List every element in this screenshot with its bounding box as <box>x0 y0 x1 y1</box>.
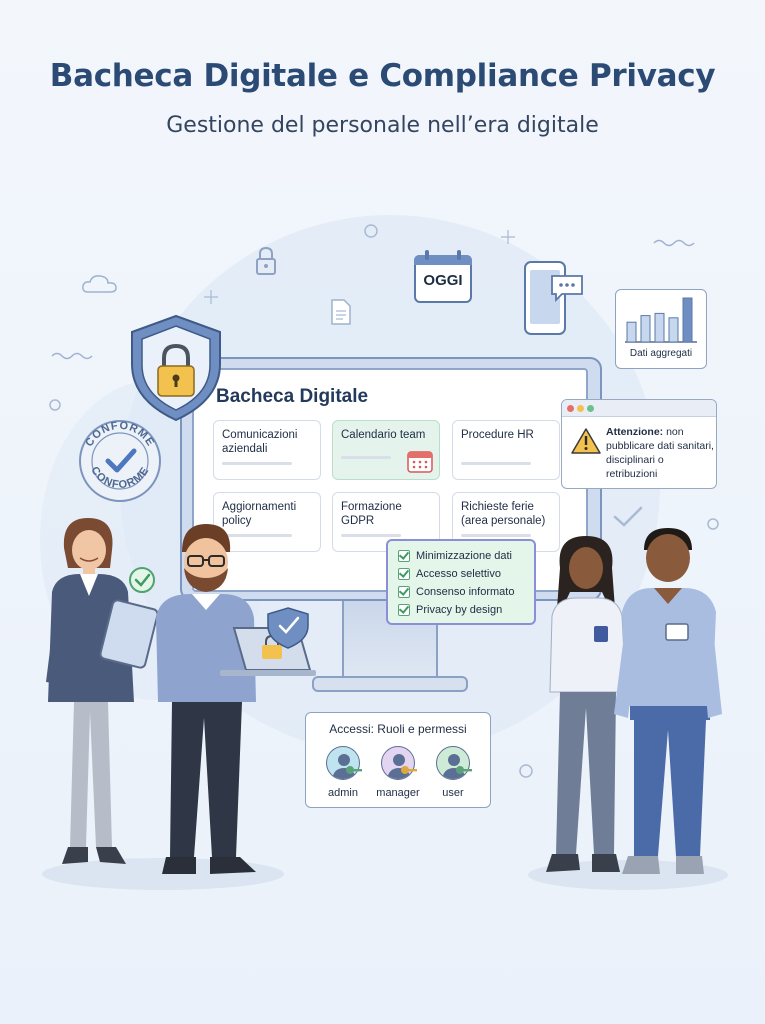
person-woman-with-badge <box>546 536 627 872</box>
checkbox-checked-icon <box>398 604 410 616</box>
window-minimize-dot <box>577 404 584 412</box>
key-icon <box>456 766 472 774</box>
card-placeholder-line <box>341 456 391 459</box>
mini-chart-bar <box>668 317 679 343</box>
card-label: Calendario team <box>341 429 426 441</box>
card-placeholder-line <box>461 462 531 465</box>
person-woman-with-tablet <box>46 518 159 864</box>
admin-avatar-icon[interactable] <box>326 746 360 780</box>
mini-chart-bar <box>654 312 665 343</box>
warning-text: non pubblicare dati sanitari, disciplina… <box>606 426 714 480</box>
card-label: Aggiornamenti policy <box>222 501 297 527</box>
board-card-calendario[interactable]: Calendario team <box>332 420 440 480</box>
sparkle-icon <box>501 230 515 244</box>
calendar-small-icon <box>407 451 433 473</box>
checkbox-checked-icon <box>398 568 410 580</box>
card-placeholder-line <box>222 534 292 537</box>
wave-decoration <box>653 239 695 247</box>
card-label: Formazione GDPR <box>341 501 402 527</box>
card-placeholder-line <box>341 534 401 537</box>
key-icon <box>346 766 362 774</box>
document-icon <box>331 299 351 325</box>
checklist-item: Minimizzazione dati <box>398 547 524 565</box>
circle-decoration <box>364 224 378 238</box>
board-card-procedure-hr[interactable]: Procedure HR <box>452 420 560 480</box>
checkbox-checked-icon <box>398 550 410 562</box>
role-label-manager: manager <box>376 787 420 799</box>
access-title: Accessi: Ruoli e permessi <box>329 722 467 736</box>
mini-chart-bar <box>640 315 651 343</box>
smartphone-icon <box>524 261 583 335</box>
circle-decoration <box>519 764 533 778</box>
card-label: Richieste ferie (area personale) <box>461 501 546 527</box>
window-close-dot <box>567 404 574 412</box>
circle-decoration <box>49 399 61 411</box>
calendar-header <box>414 255 472 265</box>
checklist-item-label: Accesso selettivo <box>416 568 501 580</box>
board-card-comunicazioni[interactable]: Comunicazioni aziendali <box>213 420 321 480</box>
checklist-item-label: Privacy by design <box>416 604 503 616</box>
role-label-user: user <box>442 787 464 799</box>
card-placeholder-line <box>461 534 531 537</box>
checklist-item-label: Consenso informato <box>416 586 515 598</box>
wave-decoration <box>51 352 93 360</box>
checklist-item: Privacy by design <box>398 601 524 619</box>
sparkle-icon <box>204 290 218 304</box>
window-maximize-dot <box>587 404 594 412</box>
checklist-item: Consenso informato <box>398 583 524 601</box>
key-icon <box>401 766 417 774</box>
checklist-item-label: Minimizzazione dati <box>416 550 512 562</box>
checkmark-decoration <box>613 506 643 527</box>
mini-chart-bar <box>626 321 637 343</box>
padlock-outline-icon <box>256 246 276 275</box>
manager-avatar-icon[interactable] <box>381 746 415 780</box>
conforme-seal: CONFORME CONFORME <box>79 420 161 502</box>
chart-caption: Dati aggregati <box>629 348 693 359</box>
role-label-admin: admin <box>328 787 358 799</box>
mini-chart-bar <box>682 297 693 343</box>
calendar-label: OGGI <box>423 272 463 289</box>
monitor-base <box>312 676 468 692</box>
calendar-ring <box>457 250 461 260</box>
card-label: Comunicazioni aziendali <box>222 429 298 455</box>
board-title: Bacheca Digitale <box>216 386 369 407</box>
page-title: Bacheca Digitale e Compliance Privacy <box>49 58 716 94</box>
page-subtitle: Gestione del personale nell’era digitale <box>166 113 599 138</box>
warning-message: Attenzione: non pubblicare dati sanitari… <box>606 425 714 481</box>
checkbox-checked-icon <box>398 586 410 598</box>
privacy-checklist: Minimizzazione dati Accesso selettivo Co… <box>386 539 536 625</box>
calendar-ring <box>425 250 429 260</box>
person-man-with-badge <box>614 528 722 874</box>
board-card-aggiornamenti[interactable]: Aggiornamenti policy <box>213 492 321 552</box>
shield-padlock-icon <box>131 314 221 422</box>
circle-decoration <box>707 518 719 530</box>
warning-icon <box>571 428 601 454</box>
warning-strong: Attenzione: <box>606 426 664 438</box>
person-man-with-laptop <box>156 524 316 874</box>
checklist-item: Accesso selettivo <box>398 565 524 583</box>
mini-bar-chart <box>625 297 697 343</box>
card-placeholder-line <box>222 462 292 465</box>
card-label: Procedure HR <box>461 429 534 441</box>
window-titlebar <box>562 400 716 417</box>
cloud-icon <box>82 275 117 293</box>
